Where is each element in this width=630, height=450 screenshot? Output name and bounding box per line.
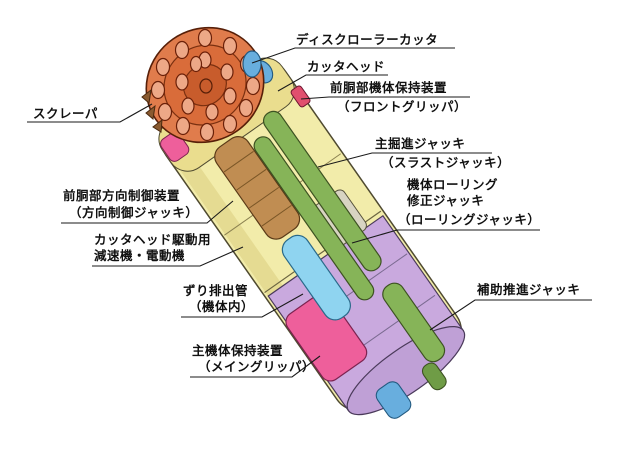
roller-disc	[155, 57, 171, 77]
leader-lines	[27, 47, 592, 378]
label-main-body-gripper-2: （メイングリッパ）	[198, 360, 316, 374]
label-rolling-correction-jack-2: 修正ジャッキ	[407, 194, 485, 208]
roller-disc	[197, 28, 213, 48]
leader-main-thrust-jack	[317, 152, 492, 168]
leader-main-body-gripper	[190, 355, 321, 378]
muck-pipe-part	[281, 234, 351, 321]
label-front-body-gripper-1: 前胴部機体保持装置	[330, 81, 448, 95]
label-front-body-gripper-2: （フロントグリッパ）	[337, 100, 468, 114]
label-cutter-head: カッタヘッド	[307, 60, 386, 74]
roller-disc	[175, 116, 191, 136]
drive-segment	[261, 204, 292, 227]
roller-disc	[220, 63, 234, 81]
leader-rolling-correction-jack	[351, 229, 540, 244]
roller-disc	[174, 40, 190, 60]
leader-front-body-gripper	[300, 96, 470, 100]
label-main-thrust-jack-2: （スラストジャッキ）	[381, 156, 511, 170]
drive-motor-part	[214, 136, 301, 240]
scraper-part	[145, 104, 156, 120]
leader-muck-discharge-pipe	[181, 293, 304, 318]
rear-blue-fitting	[375, 381, 412, 419]
roller-disc	[189, 55, 203, 73]
label-rolling-correction-jack-1: 機体ローリング	[407, 178, 499, 192]
label-muck-discharge-pipe-2: （機体内）	[189, 300, 255, 314]
roller-disc	[150, 80, 166, 100]
roller-disc	[175, 73, 189, 91]
machine-body-group	[158, 57, 466, 419]
roller-disc	[222, 114, 238, 134]
scraper-part	[141, 88, 152, 104]
aux-jack-part	[382, 282, 446, 363]
front-gripper-part	[290, 85, 311, 108]
label-main-body-gripper-1: 主機体保持装置	[192, 344, 284, 358]
label-cutter-head-drive-1: カッタヘッド駆動用	[94, 233, 212, 247]
drive-segment	[249, 186, 280, 209]
label-muck-discharge-pipe-1: ずり排出管	[183, 284, 249, 298]
scraper-part	[152, 118, 163, 133]
drive-segment	[223, 150, 254, 173]
label-main-thrust-jack-1: 主掘進ジャッキ	[375, 137, 466, 151]
roller-disc	[238, 98, 254, 118]
label-front-direction-control-2: （方向制御ジャッキ）	[69, 206, 199, 220]
label-disc-roller-cutter: ディスクローラーカッタ	[296, 33, 439, 47]
roller-disc	[157, 102, 173, 122]
label-front-direction-control-1: 前胴部方向制御装置	[63, 189, 181, 203]
leader-auxiliary-thrust-jack	[429, 299, 592, 331]
label-rolling-correction-jack-3: （ローリングジャッキ）	[398, 213, 541, 227]
main-gripper-part	[285, 292, 368, 382]
drive-segment	[236, 168, 267, 191]
center-disc	[199, 78, 213, 94]
roller-disc	[199, 122, 215, 142]
label-auxiliary-thrust-jack: 補助推進ジャッキ	[477, 283, 581, 297]
roller-disc	[222, 36, 238, 56]
thrust-jack-part	[262, 110, 382, 272]
leader-front-direction-control	[61, 200, 234, 224]
head-blue-part	[242, 50, 262, 78]
leader-cutter-head	[277, 74, 388, 92]
thrust-jack-part-2	[253, 136, 375, 301]
roller-disc	[181, 97, 195, 115]
label-scraper: スクレーパ	[33, 107, 98, 121]
roller-disc	[223, 87, 237, 105]
roller-disc	[205, 103, 219, 121]
leader-disc-roller-cutter	[251, 47, 455, 64]
cutter-head-illustration	[141, 26, 265, 144]
roller-disc	[245, 76, 261, 96]
leader-scraper	[27, 103, 153, 123]
label-cutter-head-drive-2: 減速機・電動機	[94, 249, 186, 263]
aux-jack-rod	[421, 362, 447, 391]
leader-cutter-head-drive	[92, 246, 244, 267]
